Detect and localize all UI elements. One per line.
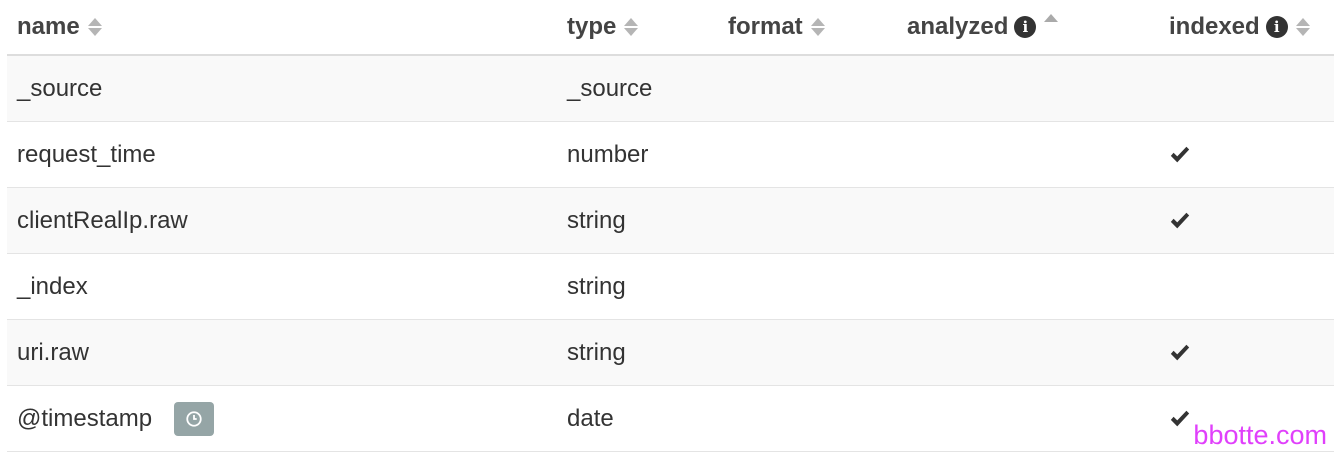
watermark: bbotte.com	[1193, 420, 1327, 450]
clock-icon	[186, 410, 202, 427]
column-header-type[interactable]: type	[567, 0, 639, 54]
field-name: @timestamp	[17, 404, 153, 432]
sort-icon[interactable]	[810, 18, 825, 36]
indexed-checkmark-icon	[1169, 122, 1191, 187]
field-type: string	[567, 206, 626, 234]
column-header-format-label: format	[728, 13, 803, 40]
column-header-indexed[interactable]: indexed i	[1169, 0, 1310, 54]
table-header: name type format analyzed i indexed i	[7, 0, 1334, 56]
column-header-name[interactable]: name	[17, 0, 102, 54]
column-header-analyzed-label: analyzed	[907, 13, 1009, 40]
field-type: _source	[567, 74, 653, 102]
table-row[interactable]: _source _source	[7, 56, 1334, 122]
fields-table: name type format analyzed i indexed i _s…	[7, 0, 1334, 452]
field-name: _index	[17, 272, 88, 300]
field-name-cell: @timestamp	[17, 386, 215, 451]
field-name: _source	[17, 74, 103, 102]
indexed-checkmark-icon	[1169, 188, 1191, 253]
field-type: number	[567, 140, 649, 168]
column-header-type-label: type	[567, 13, 617, 40]
field-type: date	[567, 404, 614, 432]
info-circle-icon[interactable]: i	[1014, 16, 1037, 38]
sort-icon[interactable]	[1295, 18, 1310, 36]
table-row[interactable]: _index string	[7, 254, 1334, 320]
column-header-analyzed[interactable]: analyzed i	[907, 0, 1059, 54]
table-row[interactable]: @timestamp date	[7, 386, 1334, 452]
time-field-badge	[174, 401, 215, 436]
table-row[interactable]: clientRealIp.raw string	[7, 188, 1334, 254]
column-header-indexed-label: indexed	[1169, 13, 1260, 40]
table-row[interactable]: uri.raw string	[7, 320, 1334, 386]
table-row[interactable]: request_time number	[7, 122, 1334, 188]
sort-icon[interactable]	[624, 18, 639, 36]
column-header-name-label: name	[17, 13, 80, 40]
sort-icon[interactable]	[87, 18, 102, 36]
info-circle-icon[interactable]: i	[1265, 16, 1288, 38]
field-type: string	[567, 272, 626, 300]
sort-ascending-icon[interactable]	[1044, 14, 1059, 32]
column-header-format[interactable]: format	[728, 0, 825, 54]
indexed-checkmark-icon	[1169, 386, 1191, 451]
field-name: uri.raw	[17, 338, 90, 366]
field-name: clientRealIp.raw	[17, 206, 188, 234]
indexed-checkmark-icon	[1169, 320, 1191, 385]
field-name: request_time	[17, 140, 156, 168]
field-type: string	[567, 338, 626, 366]
